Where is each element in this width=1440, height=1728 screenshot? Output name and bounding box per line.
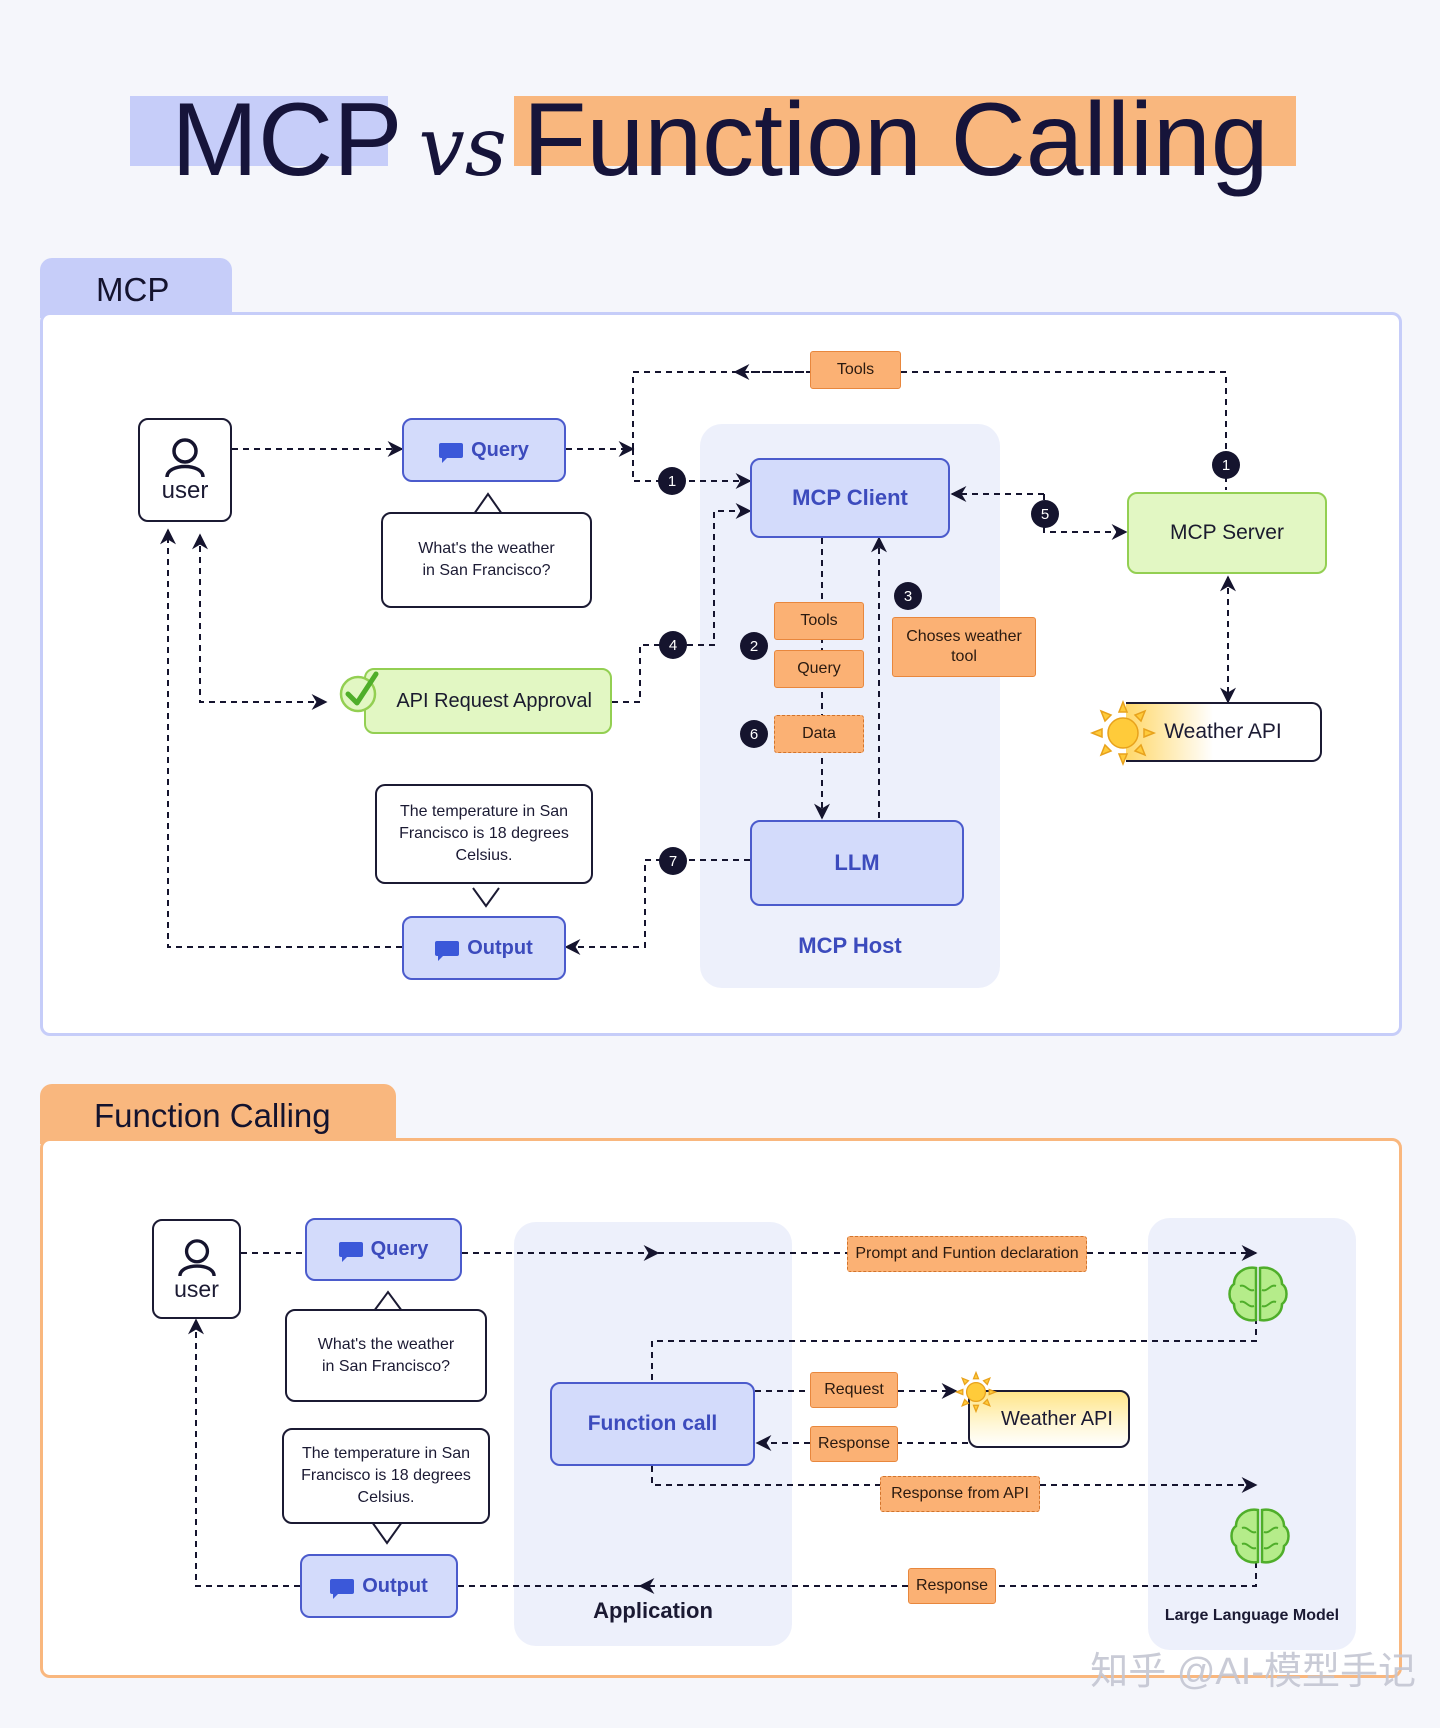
arrow-output-to-user bbox=[160, 528, 402, 948]
mcp-server-box: MCP Server bbox=[1127, 492, 1327, 574]
arrow-output-to-user bbox=[188, 1318, 300, 1587]
mcp-tools-chip: Tools bbox=[774, 602, 864, 640]
user-icon bbox=[177, 1238, 216, 1276]
line-to-tools bbox=[632, 371, 812, 449]
fc-request-chip: Request bbox=[810, 1372, 898, 1408]
fc-question-bubble: What's the weather in San Francisco? bbox=[285, 1309, 487, 1402]
watermark: 知乎 @AI-模型手记 bbox=[1090, 1651, 1416, 1693]
chat-icon bbox=[330, 1578, 355, 1599]
title-function-calling: Function Calling bbox=[522, 82, 1269, 198]
fc-output-box: Output bbox=[300, 1554, 458, 1618]
fc-user-box: user bbox=[152, 1219, 241, 1319]
fc-user-label: user bbox=[174, 1275, 219, 1302]
fc-request-chip-label: Request bbox=[824, 1381, 884, 1398]
mcp-query-chip-label: Query bbox=[797, 660, 841, 677]
fc-query-label: Query bbox=[370, 1238, 429, 1260]
fc-weather-api-label: Weather API bbox=[1001, 1407, 1113, 1430]
mcp-data-chip: Data bbox=[774, 715, 864, 753]
step-1-server-badge: 1 bbox=[1212, 451, 1240, 479]
mcp-query-box: Query bbox=[402, 418, 566, 482]
fc-tab-label: Function Calling bbox=[94, 1097, 331, 1134]
mcp-user-label: user bbox=[161, 477, 209, 504]
line-function-to-api-response bbox=[651, 1466, 880, 1486]
mcp-query-label: Query bbox=[471, 438, 529, 461]
mcp-data-chip-label: Data bbox=[802, 725, 836, 742]
mcp-question-bubble: What's the weather in San Francisco? bbox=[381, 512, 592, 608]
fc-answer-text: The temperature in San Francisco is 18 d… bbox=[301, 1445, 471, 1506]
mcp-choses-chip-label: Choses weather tool bbox=[906, 628, 1022, 665]
fc-prompt-chip-label: Prompt and Funtion declaration bbox=[855, 1245, 1079, 1262]
fc-response-chip: Response bbox=[810, 1426, 898, 1462]
mcp-server-label: MCP Server bbox=[1170, 521, 1284, 544]
arrow-user-approval bbox=[192, 533, 328, 710]
mcp-query-chip: Query bbox=[774, 650, 864, 688]
mcp-highlight bbox=[130, 96, 388, 166]
user-icon bbox=[165, 438, 205, 477]
fc-prompt-chip: Prompt and Funtion declaration bbox=[847, 1236, 1087, 1272]
mcp-tab: MCP bbox=[40, 258, 232, 318]
mcp-weather-api-box: Weather API bbox=[1126, 702, 1322, 762]
mcp-tools-chip-label: Tools bbox=[800, 612, 838, 629]
mcp-llm-box: LLM bbox=[750, 820, 964, 906]
mcp-approval-box: API Request Approval bbox=[364, 668, 612, 734]
sun-icon bbox=[1089, 699, 1157, 767]
mcp-answer-text: The temperature in San Francisco is 18 d… bbox=[399, 803, 569, 864]
fc-query-box: Query bbox=[305, 1218, 462, 1281]
step-5-badge: 5 bbox=[1031, 500, 1059, 528]
mcp-answer-bubble: The temperature in San Francisco is 18 d… bbox=[375, 784, 593, 884]
fc-llm-label: Large Language Model bbox=[1164, 1607, 1340, 1624]
fc-weather-api-box: Weather API bbox=[968, 1390, 1130, 1448]
title-vs: vs bbox=[418, 100, 507, 195]
fc-function-call-label: Function call bbox=[587, 1412, 718, 1435]
arrow-llm-to-output bbox=[564, 859, 750, 955]
mcp-user-box: user bbox=[138, 418, 232, 522]
mcp-output-box: Output bbox=[402, 916, 566, 980]
line-tools-server bbox=[901, 371, 1227, 490]
fc-response-from-api-label: Response from API bbox=[891, 1485, 1029, 1502]
brain-icon bbox=[1230, 1508, 1290, 1564]
title-mcp: MCP bbox=[171, 82, 403, 198]
mcp-tools-top: Tools bbox=[810, 351, 901, 389]
step-1-badge: 1 bbox=[658, 467, 686, 495]
mcp-client-box: MCP Client bbox=[750, 458, 950, 538]
mcp-tools-top-label: Tools bbox=[836, 361, 875, 378]
fc-response-bottom-label: Response bbox=[915, 1577, 989, 1594]
step-4-badge: 4 bbox=[659, 631, 687, 659]
fc-response-bottom-chip: Response bbox=[908, 1568, 996, 1604]
fc-application-label: Application bbox=[593, 1598, 713, 1623]
mcp-client-label: MCP Client bbox=[792, 485, 908, 510]
fc-function-call-box: Function call bbox=[550, 1382, 755, 1466]
sun-icon bbox=[954, 1370, 998, 1414]
arrow-to-client-1 bbox=[632, 449, 752, 489]
brain-icon bbox=[1228, 1266, 1288, 1322]
chat-icon bbox=[435, 940, 460, 961]
mcp-weather-api-label: Weather API bbox=[1164, 720, 1282, 743]
fc-response-chip-label: Response bbox=[817, 1435, 891, 1452]
mcp-host-label: MCP Host bbox=[798, 933, 902, 958]
fc-response-from-api-chip: Response from API bbox=[880, 1476, 1040, 1512]
mcp-choses-chip: Choses weather tool bbox=[892, 617, 1036, 677]
step-7-badge: 7 bbox=[659, 847, 687, 875]
mcp-tab-label: MCP bbox=[96, 271, 170, 308]
mcp-llm-label: LLM bbox=[834, 850, 880, 875]
step-2-badge: 2 bbox=[740, 632, 768, 660]
mcp-approval-label: API Request Approval bbox=[396, 689, 592, 712]
step-6-badge: 6 bbox=[740, 720, 768, 748]
fc-output-label: Output bbox=[362, 1574, 428, 1597]
chat-icon bbox=[338, 1242, 363, 1262]
check-icon bbox=[339, 671, 379, 713]
mcp-output-label: Output bbox=[467, 936, 533, 959]
chat-icon bbox=[439, 442, 464, 463]
mcp-question-text: What's the weather in San Francisco? bbox=[418, 540, 555, 579]
function-calling-highlight bbox=[514, 96, 1296, 166]
step-3-badge: 3 bbox=[894, 582, 922, 610]
fc-question-text: What's the weather in San Francisco? bbox=[317, 1335, 455, 1375]
fc-answer-bubble: The temperature in San Francisco is 18 d… bbox=[282, 1428, 490, 1524]
fc-tab: Function Calling bbox=[40, 1084, 396, 1144]
